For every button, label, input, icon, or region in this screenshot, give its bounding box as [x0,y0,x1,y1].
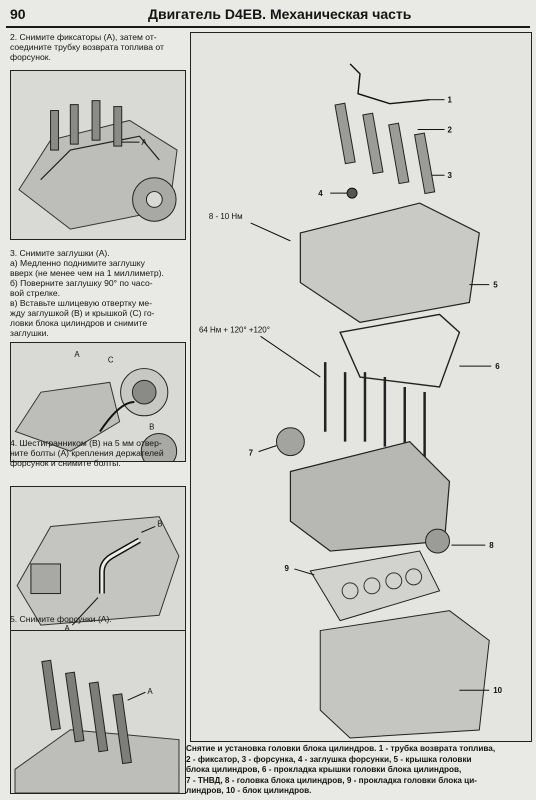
figure-step-2: A [10,70,186,240]
fig1-label-a: A [141,138,147,147]
text-line: 4. Шестигранником (В) на 5 мм отвер- [10,438,162,448]
header-rule [6,26,530,28]
text-line: ловки блока цилиндров и снимите [10,318,148,328]
fuel-return-pipe [349,63,430,105]
fig4-label-a: A [147,687,153,696]
text-line: заглушки. [10,328,49,338]
step-4-text: 4. Шестигранником (В) на 5 мм отвер- нит… [10,438,164,468]
fig3-label-b: B [157,519,162,528]
callout-9: 9 [284,564,289,573]
main-exploded-figure: 1 2 3 4 8 - 10 Нм 5 6 64 Нм + 120° +120° [190,32,532,742]
callout-5: 5 [493,281,498,290]
step-3-text: 3. Снимите заглушки (А). а) Медленно под… [10,248,164,338]
text-line: форсунок. [10,52,51,62]
text-line: ните болты (А) крепления держателей [10,448,164,458]
text-line: 2. Снимите фиксаторы (А), затем от- [10,32,157,42]
callout-1: 1 [447,96,452,105]
caption-line: 2 - фиксатор, 3 - форсунка, 4 - заглушка… [186,754,472,764]
page-number: 90 [10,6,26,22]
text-line: а) Медленно поднимите заглушку [10,258,145,268]
left-column: 2. Снимите фиксаторы (А), затем от- соед… [6,30,186,795]
caption-line: линдров, 10 - блок цилиндров. [186,786,312,795]
figure-caption: Снятие и установка головки блока цилиндр… [186,744,534,797]
callout-2: 2 [447,125,452,134]
text-line: вой стрелке. [10,288,60,298]
text-line: жду заглушкой (В) и крышкой (С) го- [10,308,155,318]
caption-line: Снятие и установка головки блока цилиндр… [186,744,496,753]
text-line: б) Поверните заглушку 90° по часо- [10,278,153,288]
callout-3: 3 [447,171,452,180]
page-title: Двигатель D4EB. Механическая часть [148,6,412,22]
caption-line: 7 - ТНВД, 8 - головка блока цилиндров, 9… [186,775,477,785]
page-header: 90 Двигатель D4EB. Механическая часть [0,0,536,26]
text-line: соедините трубку возврата топлива от [10,42,164,52]
fig2-label-c: C [108,356,114,365]
head-gasket [309,550,441,622]
callout-8: 8 [489,541,494,550]
callout-10: 10 [493,686,502,695]
callout-6: 6 [495,362,500,371]
head-cover-gasket [339,313,461,388]
text-line: 3. Снимите заглушки (А). [10,248,110,258]
head-bolts-group [323,362,426,462]
torque-head-bolts: 64 Нм + 120° +120° [199,325,270,334]
injectors-group [334,102,436,195]
head-cover [299,202,480,324]
callout-4: 4 [318,189,323,198]
hex-key-illustration: B A [11,487,185,633]
engine-top-illustration: A [11,71,185,239]
figure-step-5: A [10,630,186,794]
cylinder-head-exploded-view: 1 2 3 4 8 - 10 Нм 5 6 64 Нм + 120° +120° [191,34,531,740]
text-line: в) Вставьте шлицевую отвертку ме- [10,298,153,308]
injector-removal-illustration: A [11,631,185,793]
cylinder-block [319,610,490,739]
caption-line: блока цилиндров, 6 - прокладка крышки го… [186,765,462,774]
plug-removal-illustration: A C B [11,343,185,461]
step-2-text: 2. Снимите фиксаторы (А), затем от- соед… [10,32,164,62]
fig2-label-b: B [149,423,154,432]
fig3-label-a: A [64,624,70,633]
text-line: 5. Снимите форсунки (А). [10,614,112,624]
step-5-text: 5. Снимите форсунки (А). [10,614,112,624]
figure-step-4: B A [10,486,186,634]
fig2-label-a: A [74,350,80,359]
text-line: вверх (не менее чем на 1 миллиметр). [10,268,164,278]
callout-7: 7 [249,449,254,458]
torque-cover-bolts: 8 - 10 Нм [209,212,243,221]
figure-step-3: A C B [10,342,186,462]
text-line: форсунок и снимите болты. [10,458,121,468]
